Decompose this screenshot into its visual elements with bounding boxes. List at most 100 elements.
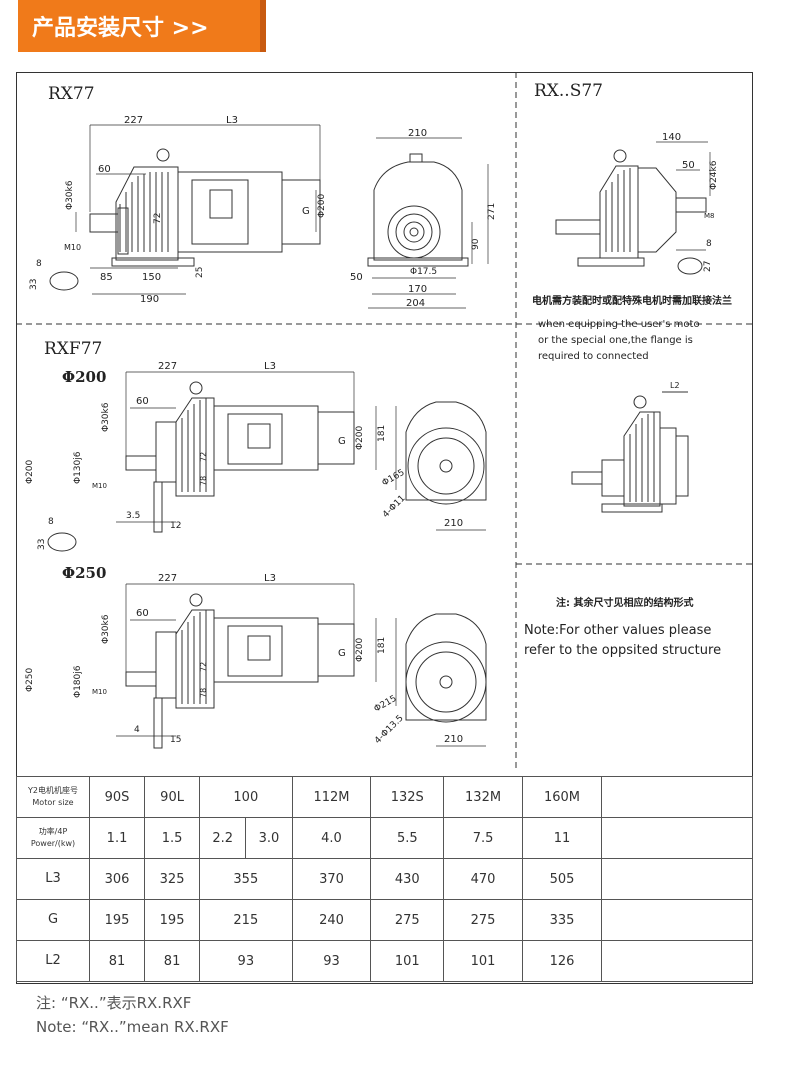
other-values-note-cn: 注: 其余尺寸见相应的结构形式: [556, 596, 693, 609]
rx77-dim-30k6: Φ30k6: [65, 180, 75, 210]
rxf250-dim-g: G: [338, 648, 346, 659]
table-cell: 81: [88, 940, 146, 982]
table-cell: 370: [291, 858, 372, 900]
table-cell: 160M: [522, 776, 602, 818]
rxf200-dim-200: Φ200: [25, 459, 35, 484]
row-head-en: Power/(kw): [30, 839, 76, 848]
other-values-note-en-2: refer to the oppsited structure: [524, 643, 721, 658]
rxs77-dim-24k6: Φ24k6: [709, 160, 719, 190]
table-cell: 240: [291, 899, 372, 941]
rxf250-dim-4-13-5: 4-Φ13.5: [373, 714, 406, 747]
rxf250-dim-30k6: Φ30k6: [101, 614, 111, 644]
rxf200-dim-227: 227: [158, 361, 177, 372]
footer-note-en: Note: “RX..”mean RX.RXF: [36, 1018, 229, 1036]
row-head-power: 功率/4P Power/(kw): [16, 817, 90, 859]
rxf200-dim-8: 8: [48, 517, 54, 527]
rx77-dim-50: 50: [350, 272, 363, 283]
rxf250-dim-4: 4: [134, 725, 140, 735]
table-cell: [601, 940, 753, 982]
banner-stripe: [260, 0, 266, 52]
rx77-dim-g: G: [302, 206, 310, 217]
table-cell: 306: [88, 858, 146, 900]
rx77-dim-200: Φ200: [317, 193, 327, 218]
rxf200-dim-30k6: Φ30k6: [101, 402, 111, 432]
rxf77-label: RXF77: [44, 339, 102, 359]
rx77-dim-m10: M10: [64, 243, 81, 252]
rxf250-dim-72: 72: [199, 662, 208, 672]
rxs77-dim-m8: M8: [704, 212, 715, 220]
rxf200-dim-72: 72: [199, 452, 208, 462]
rxf250-dim-78: 78: [199, 688, 208, 698]
table-cell: 132S: [370, 776, 445, 818]
split-value: 2.2: [200, 818, 247, 858]
rxf200-dim-200b: Φ200: [355, 425, 365, 450]
table-cell-split: 2.2 3.0: [199, 817, 293, 859]
rx77-dim-90: 90: [471, 238, 481, 250]
table-cell: [601, 899, 753, 941]
rxs77-panel: RX..S77 140 50 Φ24k6 M8 8 27 电机需方装配时或配特殊…: [532, 81, 732, 513]
rxf200-dim-12: 12: [170, 521, 181, 531]
table-cell: [601, 858, 753, 900]
rxs77-note-en-1: when equipping the user's moto: [538, 319, 700, 330]
rxf200-dim-60: 60: [136, 396, 149, 407]
table-cell: 93: [291, 940, 372, 982]
rx77-dim-l3: L3: [226, 115, 238, 126]
table-cell: 112M: [291, 776, 372, 818]
rxf250-dim-m10: M10: [92, 688, 107, 696]
table-cell: 1.5: [144, 817, 201, 859]
rxf200-dim-33: 33: [37, 539, 47, 550]
rxs77-dim-8: 8: [706, 239, 712, 249]
rxf200-dim-165: Φ165: [381, 468, 407, 489]
table-cell: 93: [199, 940, 293, 982]
rx77-dim-170: 170: [408, 284, 427, 295]
rxs77-dim-140: 140: [662, 132, 681, 143]
table-row: 功率/4P Power/(kw) 1.1 1.5 2.2 3.0 4.0 5.5…: [16, 817, 753, 859]
rx77-dim-60: 60: [98, 164, 111, 175]
rxf77-sub-200: Φ200: [62, 368, 106, 386]
rxs77-dim-50: 50: [682, 160, 695, 171]
rxf250-dim-210: 210: [444, 734, 463, 745]
rx77-dim-85: 85: [100, 272, 113, 283]
table-row: Y2电机机座号 Motor size 90S 90L 100 112M 132S…: [16, 776, 753, 818]
rxs77-label: RX..S77: [534, 81, 603, 101]
table-cell: 4.0: [291, 817, 372, 859]
rxs77-note-cn: 电机需方装配时或配特殊电机时需加联接法兰: [532, 294, 732, 307]
table-cell: 81: [144, 940, 201, 982]
rx77-dim-150: 150: [142, 272, 161, 283]
table-cell: 275: [370, 899, 445, 941]
rxf200-dim-4-11: 4-Φ11: [381, 494, 408, 521]
table-cell: 505: [522, 858, 602, 900]
rx77-dim-227: 227: [124, 115, 143, 126]
rx77-dim-210: 210: [408, 128, 427, 139]
rx77-dim-204: 204: [406, 298, 425, 309]
rxf250-dim-250: Φ250: [25, 667, 35, 692]
drawing-sheet: RX77: [16, 72, 753, 984]
table-cell: 101: [443, 940, 524, 982]
table-cell: 275: [443, 899, 524, 941]
rxf200-dim-181: 181: [377, 425, 387, 442]
table-row: L2 81 81 93 93 101 101 126: [16, 940, 753, 982]
banner-title: 产品安装尺寸 >>: [32, 16, 209, 41]
rxf200-dim-l3: L3: [264, 361, 276, 372]
table-cell: 100: [199, 776, 293, 818]
row-head-en: Motor size: [32, 798, 74, 807]
table-cell: 325: [144, 858, 201, 900]
rxf200-dim-78: 78: [199, 476, 208, 486]
section-banner: 产品安装尺寸 >>: [18, 0, 266, 52]
other-values-note-en-1: Note:For other values please: [524, 623, 711, 638]
table-cell: 470: [443, 858, 524, 900]
rxf200-dim-m10: M10: [92, 482, 107, 490]
rx77-dim-271: 271: [487, 203, 497, 220]
row-head-cn: 功率/4P: [38, 827, 68, 836]
rx77-dim-33: 33: [29, 279, 39, 290]
table-cell: [601, 776, 753, 818]
footer-note-cn: 注: “RX..”表示RX.RXF: [36, 994, 192, 1012]
rxf77-sub-250: Φ250: [62, 564, 106, 582]
rx77-dim-8: 8: [36, 259, 42, 269]
table-cell: 5.5: [370, 817, 445, 859]
table-cell: 1.1: [88, 817, 146, 859]
table-cell: 11: [522, 817, 602, 859]
rxs77-dim-l2: L2: [670, 381, 680, 390]
table-cell: 132M: [443, 776, 524, 818]
table-cell: 335: [522, 899, 602, 941]
